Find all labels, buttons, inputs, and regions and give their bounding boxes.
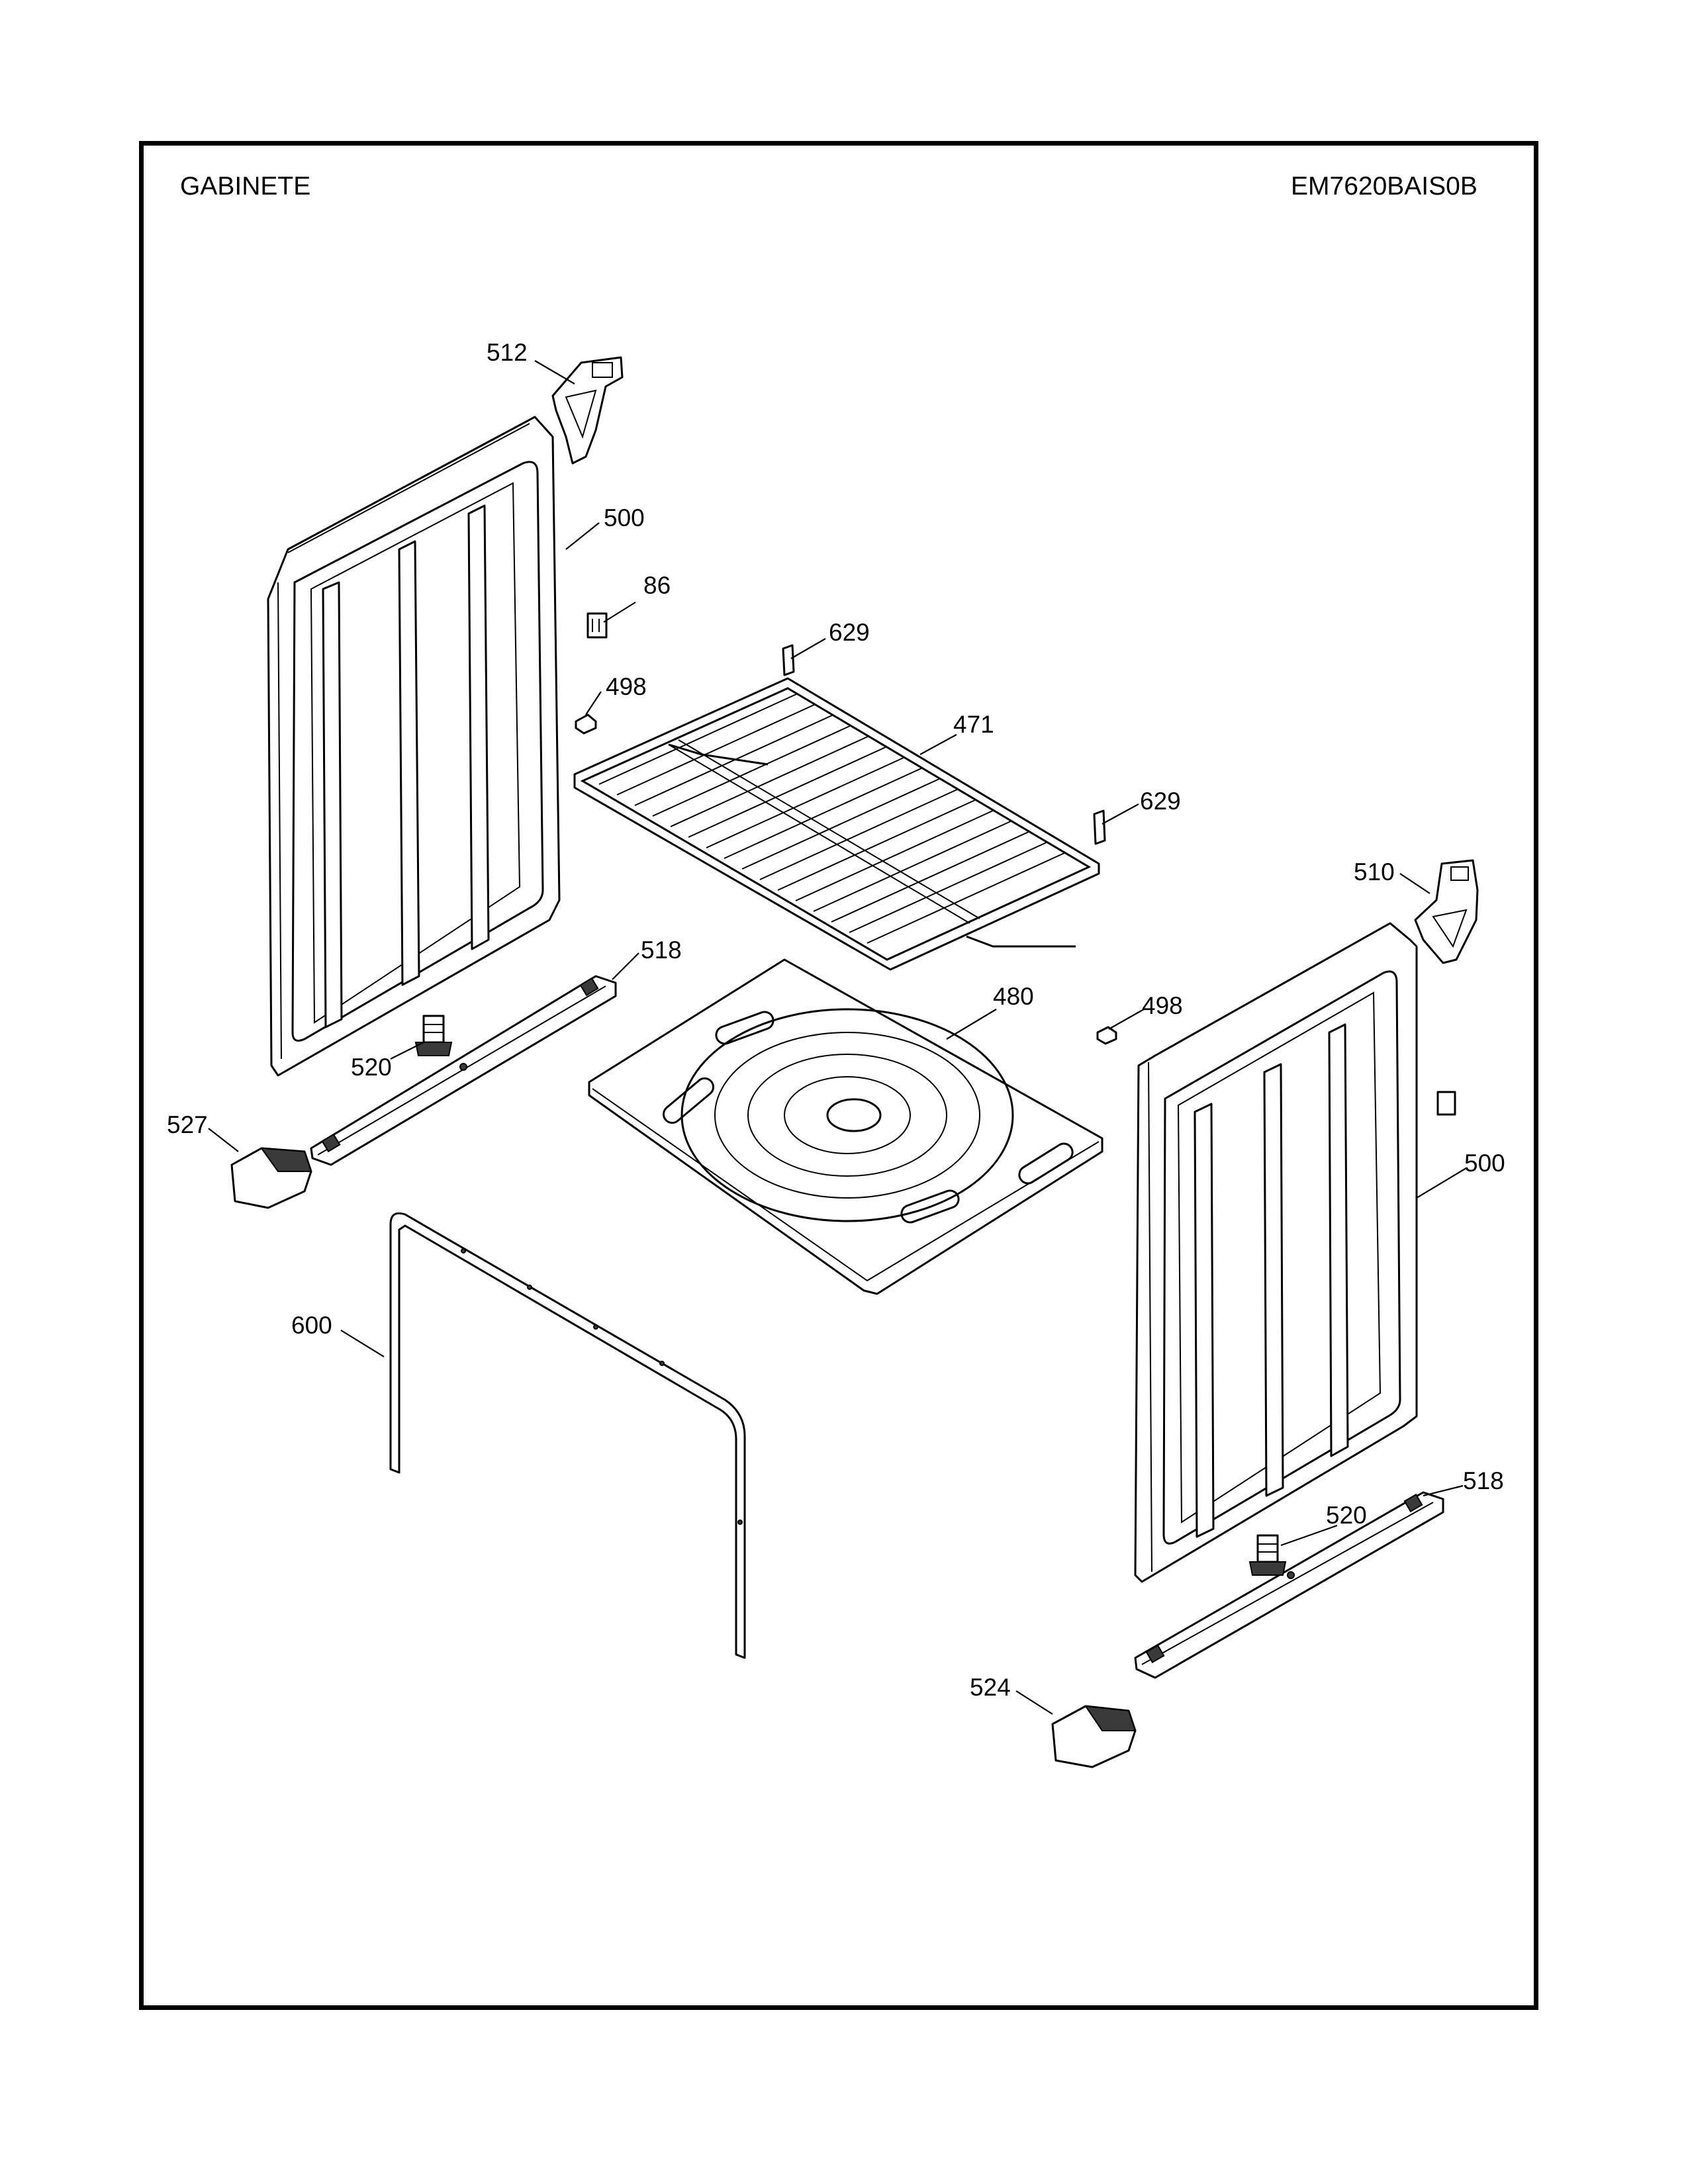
part-629-rack-guide-top	[782, 644, 795, 676]
callout-524: 524	[970, 1674, 1011, 1701]
callout-471: 471	[953, 711, 994, 738]
part-520-leveling-foot-right	[1248, 1534, 1287, 1576]
section-title: GABINETE	[180, 172, 311, 201]
part-498-clip-left	[575, 713, 597, 735]
callout-480: 480	[993, 983, 1034, 1010]
callout-498-right: 498	[1142, 992, 1183, 1019]
callout-leaders	[208, 360, 1467, 1715]
part-600-frame-seal	[389, 1212, 746, 1659]
callout-518-right: 518	[1463, 1467, 1504, 1494]
callout-512: 512	[487, 339, 528, 366]
part-518-base-rail-left	[310, 975, 617, 1166]
part-471-oven-rack	[573, 677, 1100, 971]
part-498-clip-right	[1096, 1026, 1117, 1045]
part-86-clip	[586, 612, 608, 639]
callout-labels: 512 500 86 629 498 471 629 510 518 480 4…	[167, 339, 1505, 1701]
callout-520-right: 520	[1326, 1502, 1367, 1529]
part-629-rack-guide-right	[1093, 809, 1106, 845]
part-500-left-side-panel	[267, 416, 561, 1077]
callout-527: 527	[167, 1111, 208, 1138]
part-512-corner-bracket	[551, 356, 624, 465]
part-520-leveling-foot-left	[414, 1015, 453, 1056]
callout-600: 600	[291, 1312, 332, 1339]
callout-86: 86	[643, 572, 671, 599]
part-480-oven-bottom	[588, 958, 1103, 1295]
part-500-right-side-panel	[1134, 922, 1456, 1583]
part-527-foot-cap-left	[230, 1147, 312, 1209]
callout-498-left: 498	[606, 673, 647, 700]
part-518-base-rail-right	[1134, 1491, 1444, 1679]
callout-520-left: 520	[351, 1054, 392, 1081]
callout-629-right: 629	[1140, 788, 1181, 815]
drawing-border	[139, 141, 1538, 2010]
callout-500-left: 500	[604, 504, 645, 531]
part-510-corner-bracket	[1414, 859, 1479, 964]
model-number: EM7620BAIS0B	[1291, 172, 1477, 201]
part-524-foot-cap-right	[1051, 1705, 1137, 1768]
callout-510: 510	[1354, 858, 1395, 886]
callout-500-right: 500	[1464, 1150, 1505, 1177]
callout-629-top: 629	[829, 619, 870, 646]
callout-518-left: 518	[641, 936, 682, 964]
